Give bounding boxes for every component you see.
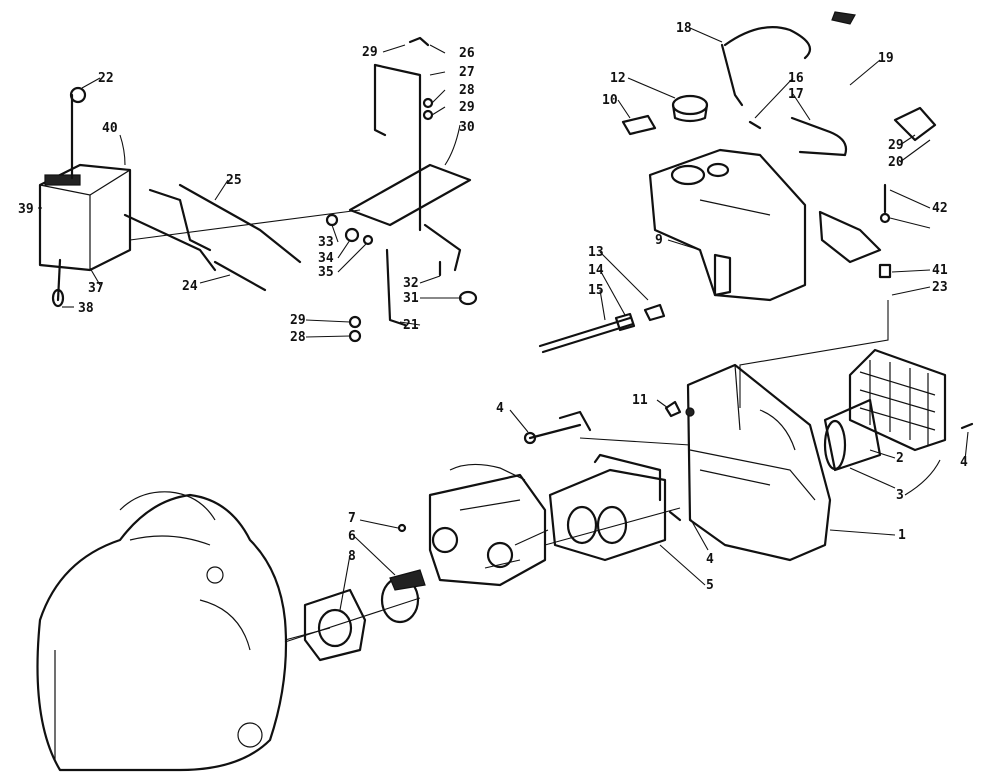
callout-1: 1 [898,528,906,543]
callout-37: 38 [78,301,94,316]
callout-33: 33 [318,235,334,250]
carburetor-drawing [428,463,547,587]
callout-27: 27 [459,65,475,80]
callout-29-right: 29 [888,138,904,153]
bolts-drawing [397,400,974,533]
callout-24: 24 [182,279,198,294]
callout-2: 2 [896,451,904,466]
air-silencer-drawing [685,363,832,562]
engine-drawing [36,491,331,772]
callout-32: 32 [403,276,419,291]
callout-35: 35 [318,265,334,280]
callout-26: 26 [459,46,475,61]
callout-30: 30 [459,120,475,135]
callout-17: 17 [788,87,804,102]
callout-labels: 22 40 39 37 38 24 25 29 26 27 28 29 30 3… [18,21,968,593]
oil-level-switch-drawing [818,106,937,325]
callout-4-left: 4 [496,401,504,416]
callout-11: 11 [632,393,648,408]
callout-13: 13 [588,245,604,260]
vent-hose-drawing [720,11,856,157]
callout-23: 23 [932,280,948,295]
callout-16: 16 [788,71,804,86]
callout-22: 22 [98,71,114,86]
callout-38: 39 [18,202,34,217]
battery-drawing [38,86,132,308]
battery-cables-drawing [123,183,302,292]
intake-grille-drawing [823,348,947,472]
callout-5: 5 [706,578,714,593]
callout-34: 34 [318,251,334,266]
callout-39: 40 [102,121,118,136]
oil-tank-drawing [648,148,807,302]
intake-flange-drawing [284,569,426,662]
callout-8: 8 [348,549,356,564]
callout-29-top: 29 [362,45,378,60]
callout-15: 15 [588,283,604,298]
oil-line-drawing [538,303,666,354]
callout-29-low: 29 [290,313,306,328]
fasteners-drawing [325,36,442,277]
callout-28-top: 28 [459,83,475,98]
callout-41: 42 [932,201,948,216]
callout-7: 7 [348,511,356,526]
callout-3: 3 [896,488,904,503]
battery-bracket-drawing [348,63,478,343]
callout-31: 31 [403,291,419,306]
callout-12: 12 [610,71,626,86]
callout-19: 19 [878,51,894,66]
callout-6: 6 [348,529,356,544]
callout-28-low: 28 [290,330,306,345]
callout-4-right: 4 [960,455,968,470]
callout-18: 18 [676,21,692,36]
callout-29-mid: 29 [459,100,475,115]
callout-4-mid: 4 [706,552,714,567]
silencer-adapter-drawing [514,453,667,562]
callout-36: 37 [88,281,104,296]
callout-40: 41 [932,263,948,278]
callout-10: 10 [602,93,618,108]
oil-cap-drawing [621,94,709,136]
callout-20: 20 [888,155,904,170]
callout-21: 21 [403,318,419,333]
leader-lines [38,27,969,611]
callout-9: 9 [655,233,663,248]
callout-14: 14 [588,263,604,278]
callout-25: 25 [226,173,242,188]
